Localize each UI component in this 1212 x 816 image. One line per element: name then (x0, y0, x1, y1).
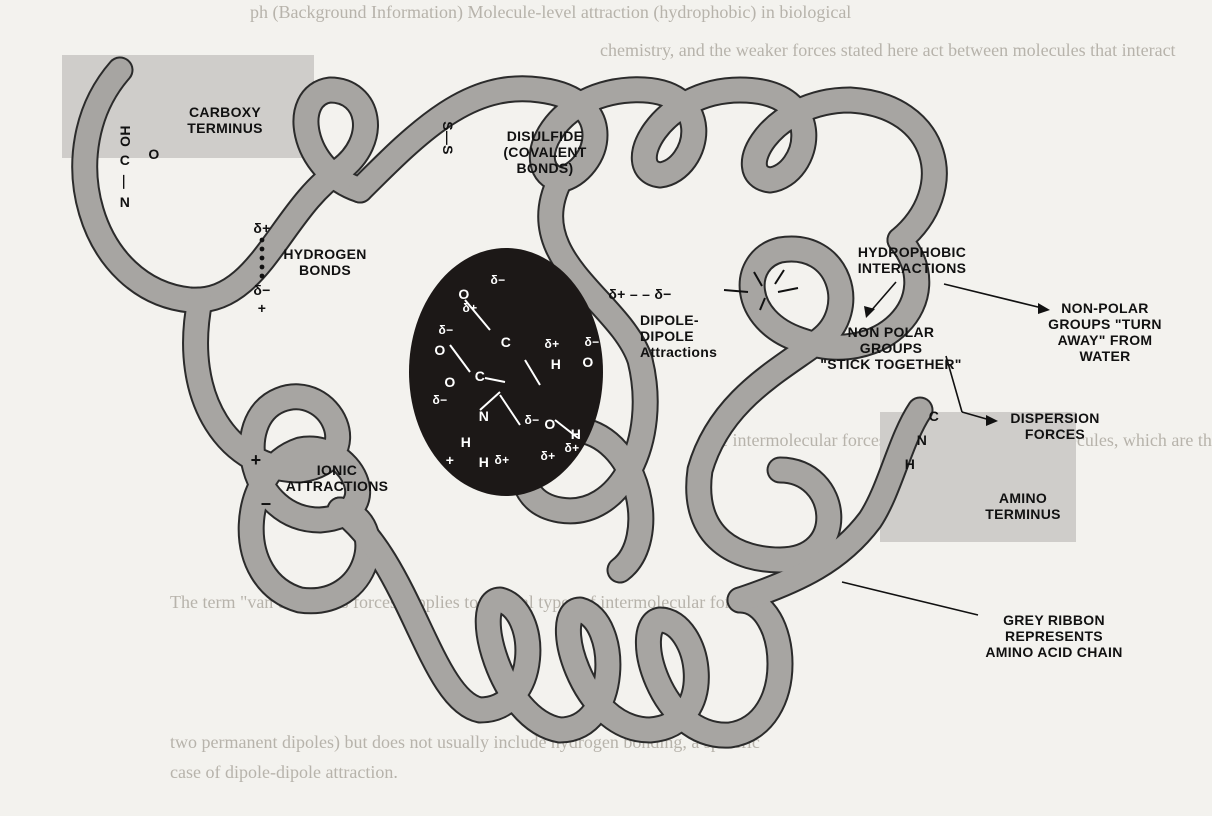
grey-ribbon-pointer (842, 582, 978, 615)
blob-h2: H (456, 434, 476, 450)
carboxy-n: N (115, 194, 135, 210)
hydrophobic-to-turnaway-line (944, 284, 1042, 308)
hydrophobic-to-stick-line (870, 282, 896, 312)
amino-n: N (912, 432, 932, 448)
blob-dm4: δ− (520, 412, 544, 428)
dipole-dipole-label: DIPOLE- DIPOLE Attractions (640, 312, 760, 360)
amino-terminus-label: AMINO TERMINUS (968, 490, 1078, 522)
hb-delta-minus: δ− (250, 282, 274, 298)
disulfide-label: DISULFIDE (COVALENT BONDS) (470, 128, 620, 176)
blob-dm1: δ− (486, 272, 510, 288)
hb-delta-plus: δ+ (250, 220, 274, 236)
amino-h: H (900, 456, 920, 472)
blob-dp3: δ+ (560, 440, 584, 456)
blob-o-label: O (440, 374, 460, 390)
ionic-minus: − (256, 496, 276, 512)
ionic-attractions-label: IONIC ATTRACTIONS (272, 462, 402, 494)
blob-dp2: δ+ (490, 452, 514, 468)
blob-c2: C (470, 368, 490, 384)
carboxy-c: C (115, 152, 135, 168)
non-polar-turn-label: NON-POLAR GROUPS "TURN AWAY" FROM WATER (1040, 300, 1170, 364)
carboxy-terminus-label: CARBOXY TERMINUS (150, 104, 300, 136)
sulfur-bond: S—S (440, 108, 456, 168)
carboxy-o: O (144, 146, 164, 162)
carboxy-bond: — (117, 172, 133, 192)
blob-h1: H (546, 356, 566, 372)
dipole-pair: δ+ – – δ− (590, 286, 690, 302)
blob-n: N (474, 408, 494, 424)
blob-dp5: δ+ (458, 300, 482, 316)
blob-dm5: δ− (428, 392, 452, 408)
blob-o3: O (578, 354, 598, 370)
blob-dp1: δ+ (540, 336, 564, 352)
grey-ribbon-label: GREY RIBBON REPRESENTS AMINO ACID CHAIN (964, 612, 1144, 660)
blob-c1: C (496, 334, 516, 350)
non-polar-stick-label: NON POLAR GROUPS "STICK TOGETHER" (796, 324, 986, 372)
blob-dm3: δ− (580, 334, 604, 350)
hb-plus: + (252, 300, 272, 316)
blob-o2: O (430, 342, 450, 358)
dispersion-forces-label: DISPERSION FORCES (1000, 410, 1110, 442)
amino-c: C (924, 408, 944, 424)
blob-plus: + (440, 452, 460, 468)
blob-dp4: δ+ (536, 448, 560, 464)
hydrophobic-interactions-label: HYDROPHOBIC INTERACTIONS (842, 244, 982, 276)
blob-dm2: δ− (434, 322, 458, 338)
hydrogen-bonds-label: HYDROGEN BONDS (270, 246, 380, 278)
carboxy-oh: OH (117, 121, 133, 151)
ionic-plus: + (246, 452, 266, 468)
